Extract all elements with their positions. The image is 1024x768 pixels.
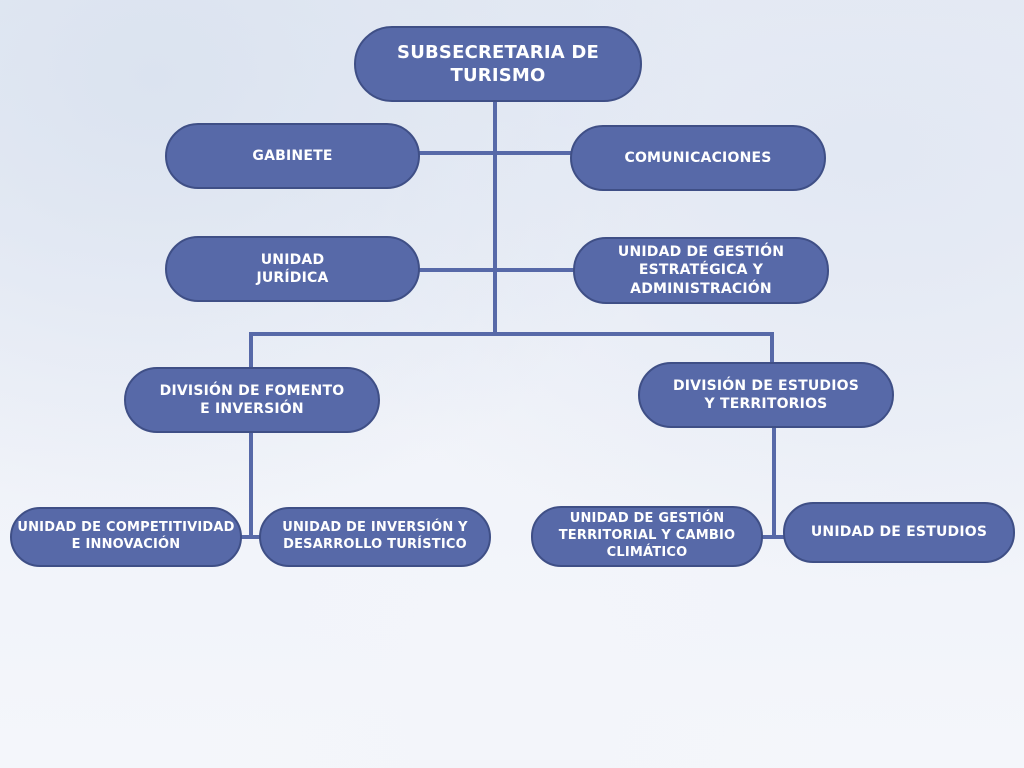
org-node-label: COMUNICACIONES (624, 149, 772, 166)
org-node-unidad-territorial: UNIDAD DE GESTIÓN TERRITORIAL Y CAMBIO C… (531, 506, 763, 567)
org-node-label: UNIDAD DE GESTIÓN ESTRATÉGICA Y ADMINIST… (617, 244, 785, 297)
org-node-unidad-estudios: UNIDAD DE ESTUDIOS (783, 502, 1015, 563)
org-node-unidad-juridica: UNIDAD JURÍDICA (165, 236, 420, 302)
org-node-label: UNIDAD DE INVERSIÓN Y DESARROLLO TURÍSTI… (282, 520, 468, 552)
org-node-label: UNIDAD JURÍDICA (256, 251, 329, 286)
org-node-unidad-competitividad: UNIDAD DE COMPETITIVIDAD E INNOVACIÓN (10, 507, 242, 567)
org-node-unidad-inversion: UNIDAD DE INVERSIÓN Y DESARROLLO TURÍSTI… (259, 507, 491, 567)
org-node-division-fomento: DIVISIÓN DE FOMENTO E INVERSIÓN (124, 367, 380, 433)
org-node-gabinete: GABINETE (165, 123, 420, 189)
org-node-label: UNIDAD DE GESTIÓN TERRITORIAL Y CAMBIO C… (558, 511, 736, 560)
org-node-label: DIVISIÓN DE ESTUDIOS Y TERRITORIOS (672, 377, 860, 412)
org-node-subsecretaria: SUBSECRETARIA DE TURISMO (354, 26, 642, 102)
org-node-comunicaciones: COMUNICACIONES (570, 125, 826, 191)
org-node-label: DIVISIÓN DE FOMENTO E INVERSIÓN (159, 382, 345, 417)
org-node-label: SUBSECRETARIA DE TURISMO (397, 41, 599, 86)
org-node-label: UNIDAD DE ESTUDIOS (810, 524, 988, 541)
org-node-gestion-estrategica: UNIDAD DE GESTIÓN ESTRATÉGICA Y ADMINIST… (573, 237, 829, 304)
org-node-label: GABINETE (252, 147, 333, 164)
org-node-division-estudios: DIVISIÓN DE ESTUDIOS Y TERRITORIOS (638, 362, 894, 428)
org-node-label: UNIDAD DE COMPETITIVIDAD E INNOVACIÓN (17, 520, 235, 552)
